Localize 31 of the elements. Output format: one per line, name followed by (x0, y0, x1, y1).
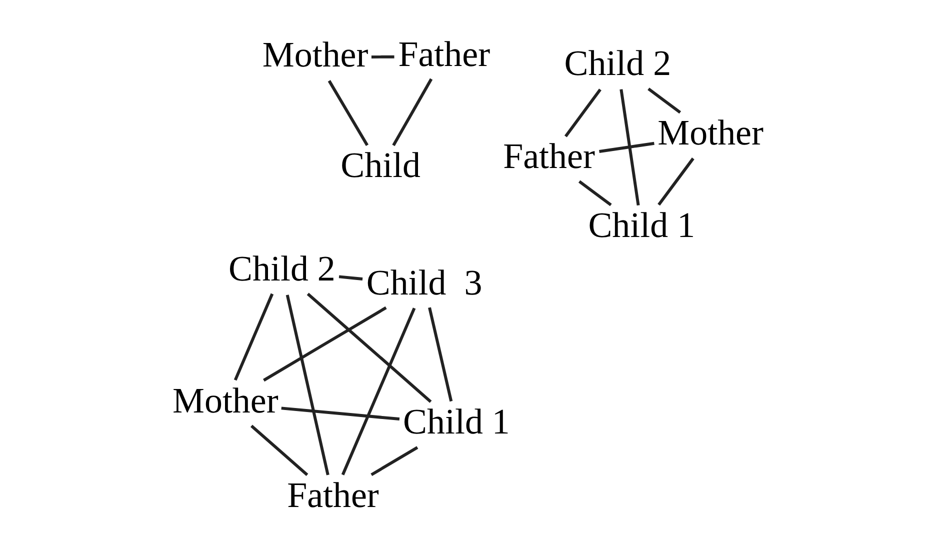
connector (578, 180, 612, 206)
node-text: Father (287, 474, 379, 514)
connector (250, 424, 308, 476)
connector (428, 306, 453, 402)
connector (620, 88, 640, 206)
node-text: Child 2 (564, 42, 672, 83)
connector (306, 292, 432, 402)
connector (338, 274, 363, 280)
node-text: Child 2 (228, 248, 336, 288)
node-text: Mother (262, 34, 368, 74)
connector (370, 446, 418, 476)
connector (658, 157, 694, 206)
node-text: Child (340, 144, 421, 185)
node-text: Child 1 (403, 401, 510, 442)
node-text: Father (503, 136, 595, 176)
connector (564, 88, 602, 137)
connector (341, 307, 416, 475)
node-text: Mother (658, 112, 764, 152)
node-text: Child 3 (366, 262, 482, 302)
connector (328, 80, 369, 146)
connector (648, 87, 682, 114)
connector (263, 306, 387, 382)
connector (281, 406, 400, 420)
node-text: Mother (172, 380, 278, 420)
node-text: Child 1 (588, 204, 696, 245)
connector (599, 141, 654, 152)
connector (234, 292, 274, 380)
connector (371, 54, 394, 58)
node-text: Father (398, 33, 490, 74)
connector (286, 294, 330, 475)
connector (392, 78, 433, 146)
